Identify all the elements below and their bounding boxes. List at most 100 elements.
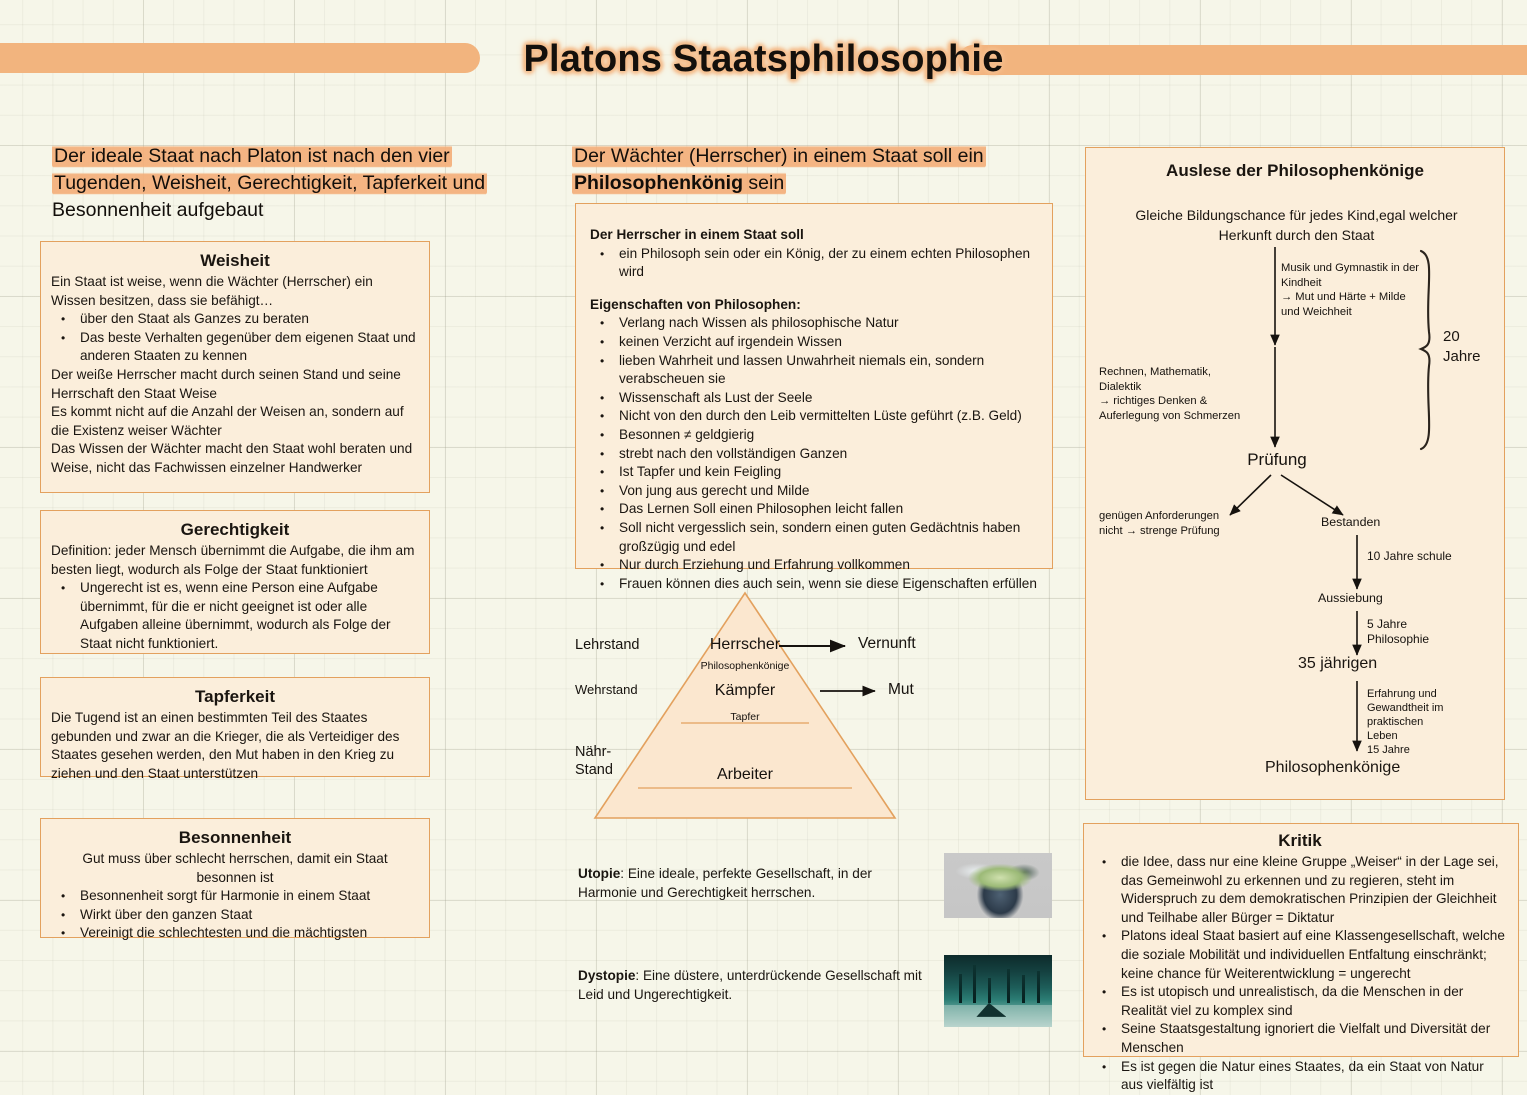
box-title-kritik: Kritik	[1278, 831, 1322, 850]
list-item: Von jung aus gerecht und Milde	[590, 482, 1040, 501]
left-headline-line-1: Der ideale Staat nach Platon ist nach de…	[52, 144, 452, 168]
besonnenheit-intro: Gut muss über schlecht herrschen, damit …	[82, 851, 388, 885]
gerechtigkeit-definition: Definition: jeder Mensch übernimmt die A…	[51, 543, 415, 577]
weisheit-outro-1: Der weiße Herrscher macht durch seinen S…	[51, 366, 401, 401]
flow-intro: Gleiche Bildungschance für jedes Kind,eg…	[1135, 207, 1458, 243]
flow-branch-pass: Bestanden	[1321, 515, 1381, 529]
pyramid-left-label-wehrstand: Wehrstand	[575, 682, 638, 697]
middle-column-headline: Der Wächter (Herrscher) in einem Staat s…	[572, 143, 1052, 197]
list-item: Besonnenheit sorgt für Harmonie in einem…	[51, 887, 419, 906]
pyramid-tier-kaempfer: Kämpfer	[714, 682, 776, 699]
list-item: die Idee, dass nur eine kleine Gruppe „W…	[1092, 853, 1508, 927]
list-item: lieben Wahrheit und lassen Unwahrheit ni…	[590, 352, 1040, 389]
definition-term-utopie: Utopie	[578, 866, 621, 881]
list-item: Nur durch Erziehung und Erfahrung vollko…	[590, 556, 1040, 575]
brace-20-jahre	[1418, 249, 1431, 451]
list-item: Das Lernen Soll einen Philosophen leicht…	[590, 500, 1040, 519]
flow-node-philosophenkoenige: Philosophenkönige	[1265, 759, 1401, 776]
spire-decoration	[1021, 975, 1025, 1003]
list-item: Vereinigt die schlechtesten und die mäch…	[51, 924, 419, 943]
list-item: Wirkt über den ganzen Staat	[51, 906, 419, 925]
middle-headline-rest: sein	[743, 172, 785, 194]
weisheit-outro-3: Das Wissen der Wächter macht den Staat w…	[51, 441, 413, 475]
weisheit-outro-2: Es kommt nicht auf die Anzahl der Weisen…	[51, 404, 404, 438]
box-title-besonnenheit: Besonnenheit	[178, 828, 292, 847]
pyramid-tier-arbeiter: Arbeiter	[716, 766, 774, 783]
flow-node-35-jaehrigen: 35 jährigen	[1298, 655, 1378, 672]
flow-edge-fail	[1229, 474, 1272, 516]
list-item: strebt nach den vollständigen Ganzen	[590, 445, 1040, 464]
list-item: Es ist utopisch und unrealistisch, da di…	[1092, 983, 1508, 1020]
title-highlight-right	[958, 45, 1527, 75]
class-pyramid-diagram: Lehrstand Wehrstand Nähr- Stand Herrsche…	[575, 588, 955, 828]
definition-dystopie: Dystopie: Eine düstere, unterdrückende G…	[578, 967, 928, 1004]
list-item: über den Staat als Ganzes zu beraten	[51, 310, 419, 329]
flow-title: Auslese der Philosophenkönige	[1166, 161, 1424, 180]
virtue-box-besonnenheit: Besonnenheit Gut muss über schlecht herr…	[40, 818, 430, 943]
pyramid-outline	[593, 591, 897, 819]
weisheit-intro-1: Ein Staat ist weise, wenn die Wächter (H…	[51, 274, 373, 289]
flow-node-pruefung: Prüfung	[1247, 450, 1307, 469]
pyramid-left-label-naehrstand: Nähr- Stand	[575, 744, 613, 778]
pyramid-virtue-mut: Mut	[888, 681, 914, 698]
virtue-box-tapferkeit: Tapferkeit Die Tugend ist an einen besti…	[40, 677, 430, 781]
left-column-headline: Der ideale Staat nach Platon ist nach de…	[52, 143, 552, 224]
list-item: Wissenschaft als Lust der Seele	[590, 389, 1040, 408]
page-title: Platons Staatsphilosophie	[523, 38, 1004, 80]
ruler-heading: Der Herrscher in einem Staat soll	[590, 227, 804, 242]
flow-step-math: Rechnen, Mathematik, Dialektik → richtig…	[1099, 366, 1241, 422]
pyramid-virtue-vernunft: Vernunft	[858, 635, 916, 652]
kritik-bullets: die Idee, dass nur eine kleine Gruppe „W…	[1092, 853, 1508, 1095]
pyramid-tier-herrscher: Herrscher	[709, 636, 781, 653]
flow-step-music: Musik und Gymnastik in der Kindheit → Mu…	[1281, 262, 1420, 318]
list-item: Platons ideal Staat basiert auf eine Kla…	[1092, 927, 1508, 983]
besonnenheit-bullets: Besonnenheit sorgt für Harmonie in einem…	[51, 887, 419, 943]
list-item: Das beste Verhalten gegenüber dem eigene…	[51, 329, 419, 366]
weisheit-bullets: über den Staat als Ganzes zu beraten Das…	[51, 310, 419, 366]
list-item: ein Philosoph sein oder ein König, der z…	[590, 245, 1040, 282]
page-title-band: Platons Staatsphilosophie	[0, 38, 1527, 80]
left-headline-line-2: Tugenden, Weisheit, Gerechtigkeit, Tapfe…	[52, 171, 488, 195]
spacer	[590, 282, 1040, 296]
title-highlight-left	[0, 43, 480, 73]
middle-headline-line-1: Der Wächter (Herrscher) in einem Staat s…	[572, 144, 986, 168]
flow-edge-label-experience: Erfahrung und Gewandtheit im praktischen…	[1367, 688, 1444, 756]
box-title-tapferkeit: Tapferkeit	[195, 687, 275, 706]
dystopie-image	[944, 955, 1052, 1027]
list-item: Besonnen ≠ geldgierig	[590, 426, 1040, 445]
box-title-gerechtigkeit: Gerechtigkeit	[180, 520, 290, 539]
selection-flowchart: Auslese der Philosophenkönige Gleiche Bi…	[1085, 147, 1505, 800]
pyramid-tier-herrscher-sub: Philosophenkönige	[700, 660, 790, 672]
list-item: Seine Staatsgestaltung ignoriert die Vie…	[1092, 1020, 1508, 1057]
virtue-box-gerechtigkeit: Gerechtigkeit Definition: jeder Mensch ü…	[40, 510, 430, 654]
list-item: Soll nicht vergesslich sein, sondern ein…	[590, 519, 1040, 556]
spire-decoration	[1006, 968, 1010, 1003]
definition-utopie: Utopie: Eine ideale, perfekte Gesellscha…	[578, 865, 928, 902]
gerechtigkeit-bullets: Ungerecht ist es, wenn eine Person eine …	[51, 579, 419, 653]
flow-branch-fail: genügen Anforderungen nicht → strenge Pr…	[1099, 510, 1220, 537]
flow-arrows-svg	[1229, 247, 1431, 752]
flow-edge-pass	[1280, 474, 1344, 516]
properties-bullets: Verlang nach Wissen als philosophische N…	[590, 314, 1040, 593]
properties-heading: Eigenschaften von Philosophen:	[590, 296, 801, 312]
tapferkeit-text: Die Tugend ist an einen bestimmten Teil …	[51, 710, 400, 781]
definition-text-dystopie: : Eine düstere, unterdrückende Gesellsch…	[578, 968, 922, 1002]
middle-headline-bold: Philosophenkönig	[574, 172, 743, 194]
spire-decoration	[973, 965, 977, 1003]
spire-decoration	[1036, 970, 1040, 1003]
ruler-bullets: ein Philosoph sein oder ein König, der z…	[590, 245, 1040, 282]
philosopher-king-box: Der Herrscher in einem Staat soll ein Ph…	[575, 203, 1053, 593]
flow-edge-label-philosophy: 5 Jahre Philosophie	[1367, 617, 1430, 646]
utopie-image	[944, 853, 1052, 918]
list-item: Nicht von den durch den Leib vermittelte…	[590, 407, 1040, 426]
spire-decoration	[988, 978, 992, 1003]
list-item: keinen Verzicht auf irgendein Wissen	[590, 333, 1040, 352]
flow-edge-label-school: 10 Jahre schule	[1367, 549, 1452, 563]
list-item: Ungerecht ist es, wenn eine Person eine …	[51, 579, 419, 653]
list-item: Verlang nach Wissen als philosophische N…	[590, 314, 1040, 333]
list-item: Ist Tapfer und kein Feigling	[590, 463, 1040, 482]
flow-brace-label: 20 Jahre	[1443, 328, 1481, 365]
pyramid-tier-kaempfer-sub: Tapfer	[730, 711, 760, 723]
list-item: Es ist gegen die Natur eines Staates, da…	[1092, 1058, 1508, 1095]
list-item: Frauen können dies auch sein, wenn sie d…	[590, 575, 1040, 594]
